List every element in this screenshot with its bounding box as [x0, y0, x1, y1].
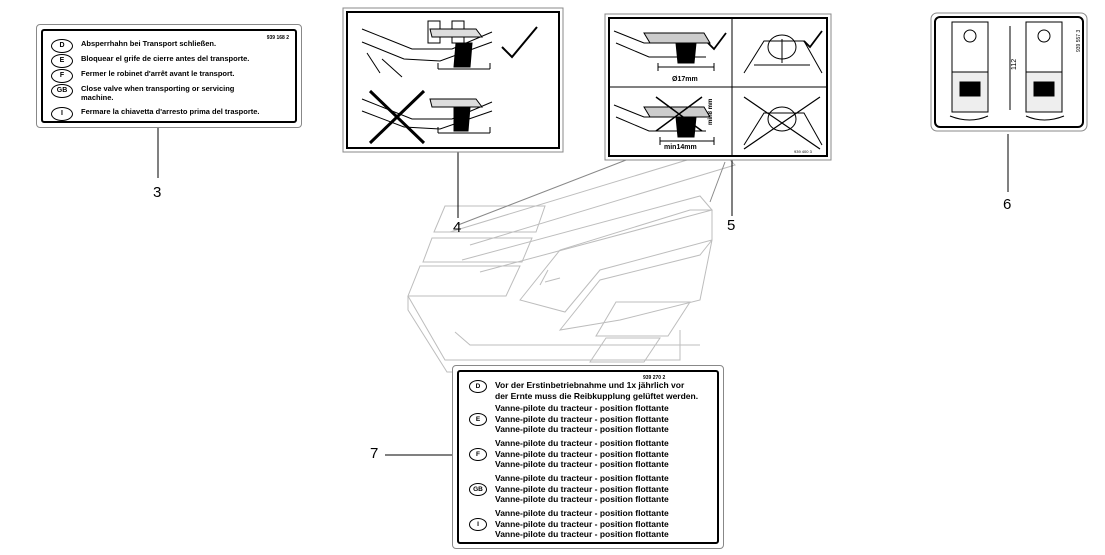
decal-7-line: Vanne-pilote du tracteur - position flot…: [495, 483, 669, 494]
decal-7-line: Vor der Erstinbetriebnahme und 1x jährli…: [495, 380, 685, 390]
machine-panel-3: [407, 265, 521, 297]
decal-5-diameter-label: Ø17mm: [672, 76, 698, 83]
decal-7-line: Vanne-pilote du tracteur - position flot…: [495, 403, 669, 413]
lang-badge: F: [51, 69, 73, 83]
correct-mounting-figure: [361, 20, 493, 78]
check-mark-icon: [501, 26, 538, 59]
lang-badge: D: [469, 380, 487, 393]
decal-3-text: Close valve when transporting or servici…: [81, 84, 235, 102]
decal-7-line: Vanne-pilote du tracteur - position flot…: [495, 473, 669, 483]
machine-panel-2: [422, 237, 533, 263]
decal-3-border: 939 168 2 D Absperrhahn bei Transport sc…: [41, 29, 297, 123]
callout-3: 3: [153, 184, 162, 201]
decal-3-row: GB Close valve when transporting or serv…: [51, 84, 261, 102]
cross-mark-icon: [368, 89, 426, 145]
decal-7-group: GB Vanne-pilote du tracteur - position f…: [469, 473, 669, 505]
decal-7-line: Vanne-pilote du tracteur - position flot…: [495, 413, 669, 424]
lang-badge: D: [51, 39, 73, 53]
callout-5: 5: [727, 217, 736, 234]
lang-badge: I: [469, 518, 487, 531]
decal-3-text: Bloquear el grife de cierre antes del tr…: [81, 54, 250, 63]
decal-3-text: Fermare la chiavetta d'arresto prima del…: [81, 107, 260, 116]
decal-5-nut-tightening: Ø17mm min14mm min8 mm 939 400 3: [604, 13, 832, 161]
decal-3-row: F Fermer le robinet d'arrêt avant le tra…: [51, 69, 235, 83]
decal-7-line: Vanne-pilote du tracteur - position flot…: [495, 518, 669, 529]
machine-chevron-mid: [519, 209, 713, 313]
decal-3-row: E Bloquear el grife de cierre antes del …: [51, 54, 249, 68]
lang-badge: E: [469, 413, 487, 426]
check-mark-icon: [707, 32, 727, 51]
incorrect-nut-figure: [613, 96, 715, 145]
machine-chevron-top: [449, 149, 736, 246]
lang-badge: F: [469, 448, 487, 461]
decal-7-line: Vanne-pilote du tracteur - position flot…: [495, 448, 669, 459]
decal-3-text: Fermer le robinet d'arrêt avant le trans…: [81, 69, 235, 78]
decal-7-line: Vanne-pilote du tracteur - position flot…: [495, 529, 669, 539]
decal-3-row: D Absperrhahn bei Transport schließen.: [51, 39, 216, 53]
decal-7-line: Vanne-pilote du tracteur - position flot…: [495, 424, 669, 434]
decal-7-line: Vanne-pilote du tracteur - position flot…: [495, 508, 669, 518]
lang-badge: E: [51, 54, 73, 68]
decal-7-line: Vanne-pilote du tracteur - position flot…: [495, 459, 669, 469]
machine-panel-5: [589, 337, 661, 363]
decal-3-part-code: 939 168 2: [266, 35, 289, 41]
decal-7-line: Vanne-pilote du tracteur - position flot…: [495, 438, 669, 448]
decal-7-border: 939 270 2 D Vor der Erstinbetriebnahme u…: [457, 370, 719, 544]
decal-7-group: D Vor der Erstinbetriebnahme und 1x jähr…: [469, 380, 698, 401]
decal-6-dimension-label: 112: [1011, 59, 1018, 70]
decal-3-text: Absperrhahn bei Transport schließen.: [81, 39, 217, 48]
decal-7-group: F Vanne-pilote du tracteur - position fl…: [469, 438, 669, 470]
right-blade-figure: [1025, 21, 1063, 113]
incorrect-mounting-figure: [361, 98, 493, 134]
rotation-arrow-icon: [949, 115, 989, 121]
incorrect-blade-figure: [743, 96, 823, 150]
decal-6-blade-rotation: 112 939 557 3: [930, 12, 1088, 132]
decal-7-group: I Vanne-pilote du tracteur - position fl…: [469, 508, 669, 540]
decal-4-bolt-mounting: [342, 7, 564, 153]
left-blade-figure: [951, 21, 989, 113]
lang-badge: GB: [469, 483, 487, 496]
machine-body-lower: [407, 295, 681, 361]
decal-7-clutch-notice: 939 270 2 D Vor der Erstinbetriebnahme u…: [452, 365, 724, 549]
decal-7-group: E Vanne-pilote du tracteur - position fl…: [469, 403, 669, 435]
machine-panel-4: [595, 301, 691, 337]
decal-5-part-code: 939 400 3: [794, 149, 813, 154]
decal-6-part-code: 939 557 3: [1076, 30, 1082, 52]
lang-badge: I: [51, 107, 73, 121]
correct-nut-figure: [613, 30, 715, 71]
decal-3-valve-warning: 939 168 2 D Absperrhahn bei Transport sc…: [36, 24, 302, 128]
decal-7-part-code: 939 270 2: [643, 375, 666, 381]
decal-3-row: I Fermare la chiavetta d'arresto prima d…: [51, 107, 260, 121]
check-mark-icon: [803, 30, 823, 49]
callout-6: 6: [1003, 196, 1012, 213]
lang-badge: GB: [51, 84, 73, 98]
decal-7-line: der Ernte muss die Reibkupplung gelüftet…: [495, 390, 699, 401]
correct-blade-figure: [743, 34, 823, 74]
rotation-arrow-icon: [1025, 115, 1065, 121]
callout-4: 4: [453, 219, 462, 236]
decal-7-line: Vanne-pilote du tracteur - position flot…: [495, 494, 669, 504]
decal-5-min-length-label: min14mm: [664, 144, 697, 151]
decal-5-min-gap-label: min8 mm: [708, 99, 714, 125]
machine-panel-1: [433, 205, 546, 233]
callout-7: 7: [370, 445, 379, 462]
